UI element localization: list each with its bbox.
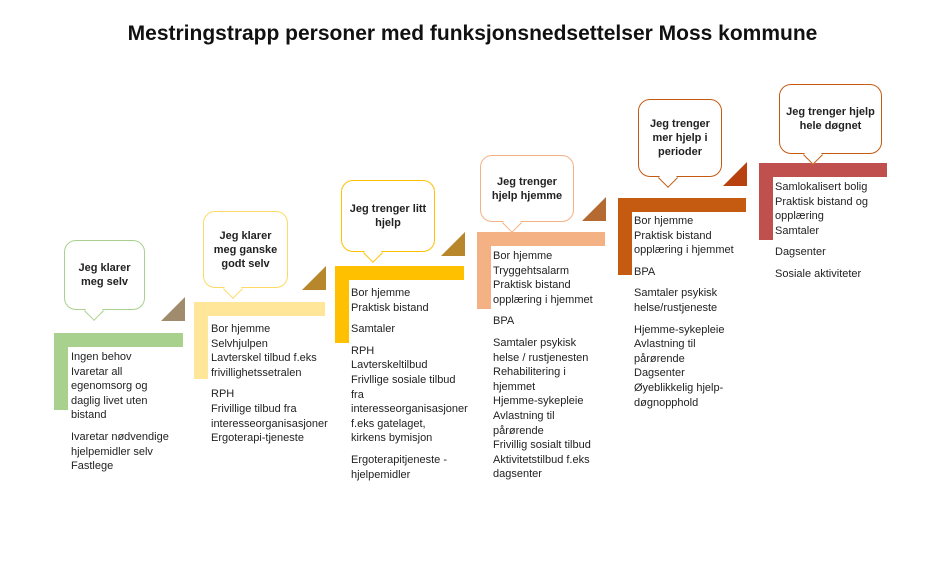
- step-4-group-2: BPA: [493, 315, 515, 328]
- step-3-bubble: Jeg trenger litt hjelp: [341, 180, 435, 263]
- step-4-stem: [477, 232, 491, 309]
- step-6-bubble: Jeg trenger hjelp hele døgnet: [779, 84, 882, 165]
- step-3-bubble-text: Jeg trenger litt hjelp: [349, 203, 427, 229]
- step-1-group-2: Ivaretar nødvendige hjelpemidler selv Fa…: [71, 430, 169, 473]
- step-3-triangle: [441, 232, 465, 256]
- step-6-bubble-text: Jeg trenger hjelp hele døgnet: [786, 106, 875, 132]
- step-6-group-2: Dagsenter: [775, 246, 826, 259]
- step-2-stem: [194, 302, 208, 379]
- step-5-group-3: Samtaler psykisk helse/rustjeneste: [634, 287, 718, 314]
- step-2-bubble: Jeg klarer meg ganske godt selv: [203, 211, 288, 299]
- step-3-stem: [335, 266, 349, 343]
- step-4-content: Bor hjemme Tryggehtsalarm Praktisk bista…: [493, 249, 605, 489]
- step-6-group-1: Samlokalisert bolig Praktisk bistand og …: [775, 181, 868, 237]
- step-3-group-3: RPH Lavterskeltilbud Frivllige sosiale t…: [351, 344, 468, 445]
- step-1-stem: [54, 333, 68, 410]
- step-2-group-2: RPH Frivillige tilbud fra interesseorgan…: [211, 388, 328, 445]
- step-6-group-3: Sosiale aktiviteter: [775, 267, 862, 280]
- step-2-bar: [194, 302, 325, 316]
- step-4-group-3: Samtaler psykisk helse / rustjenesten Re…: [493, 336, 591, 481]
- step-6-bar: [759, 163, 887, 177]
- step-4-bubble: Jeg trenger hjelp hjemme: [480, 155, 574, 233]
- step-2-content: Bor hjemme Selvhjulpen Lavterskel tilbud…: [211, 322, 328, 453]
- step-1-content: Ingen behov Ivaretar all egenomsorg og d…: [71, 350, 171, 481]
- step-2-bubble-text: Jeg klarer meg ganske godt selv: [213, 229, 278, 270]
- step-1-triangle: [161, 297, 185, 321]
- step-5-bubble-text: Jeg trenger mer hjelp i perioder: [650, 118, 710, 158]
- step-4-bar: [477, 232, 605, 246]
- step-1-group-1: Ingen behov Ivaretar all egenomsorg og d…: [71, 351, 148, 422]
- step-4-group-1: Bor hjemme Tryggehtsalarm Praktisk bista…: [493, 250, 593, 306]
- step-5-bar: [618, 198, 746, 212]
- step-1-bubble-text: Jeg klarer meg selv: [78, 262, 131, 288]
- step-5-group-2: BPA: [634, 265, 656, 278]
- step-2-triangle: [302, 266, 326, 290]
- step-2-group-1: Bor hjemme Selvhjulpen Lavterskel tilbud…: [211, 323, 317, 379]
- step-6-content: Samlokalisert bolig Praktisk bistand og …: [775, 180, 887, 289]
- step-1-bar: [54, 333, 183, 347]
- step-5-group-4: Hjemme-sykepleie Avlastning til pårørend…: [634, 323, 725, 409]
- step-3-group-4: Ergoterapitjeneste - hjelpemidler: [351, 453, 447, 481]
- step-1-bubble: Jeg klarer meg selv: [64, 240, 145, 321]
- step-5-triangle: [723, 162, 747, 186]
- step-5-bubble: Jeg trenger mer hjelp i perioder: [638, 99, 722, 188]
- step-5-content: Bor hjemme Praktisk bistand opplæring i …: [634, 214, 746, 417]
- step-5-stem: [618, 198, 632, 275]
- step-4-triangle: [582, 197, 606, 221]
- step-3-content: Bor hjemme Praktisk bistand Samtaler RPH…: [351, 286, 468, 489]
- step-3-bar: [335, 266, 464, 280]
- step-6-stem: [759, 163, 773, 240]
- step-4-bubble-text: Jeg trenger hjelp hjemme: [491, 175, 563, 202]
- step-5-group-1: Bor hjemme Praktisk bistand opplæring i …: [634, 215, 734, 257]
- page-title: Mestringstrapp personer med funksjonsned…: [127, 22, 818, 45]
- step-3-group-1: Bor hjemme Praktisk bistand: [351, 287, 429, 314]
- step-3-group-2: Samtaler: [351, 323, 396, 336]
